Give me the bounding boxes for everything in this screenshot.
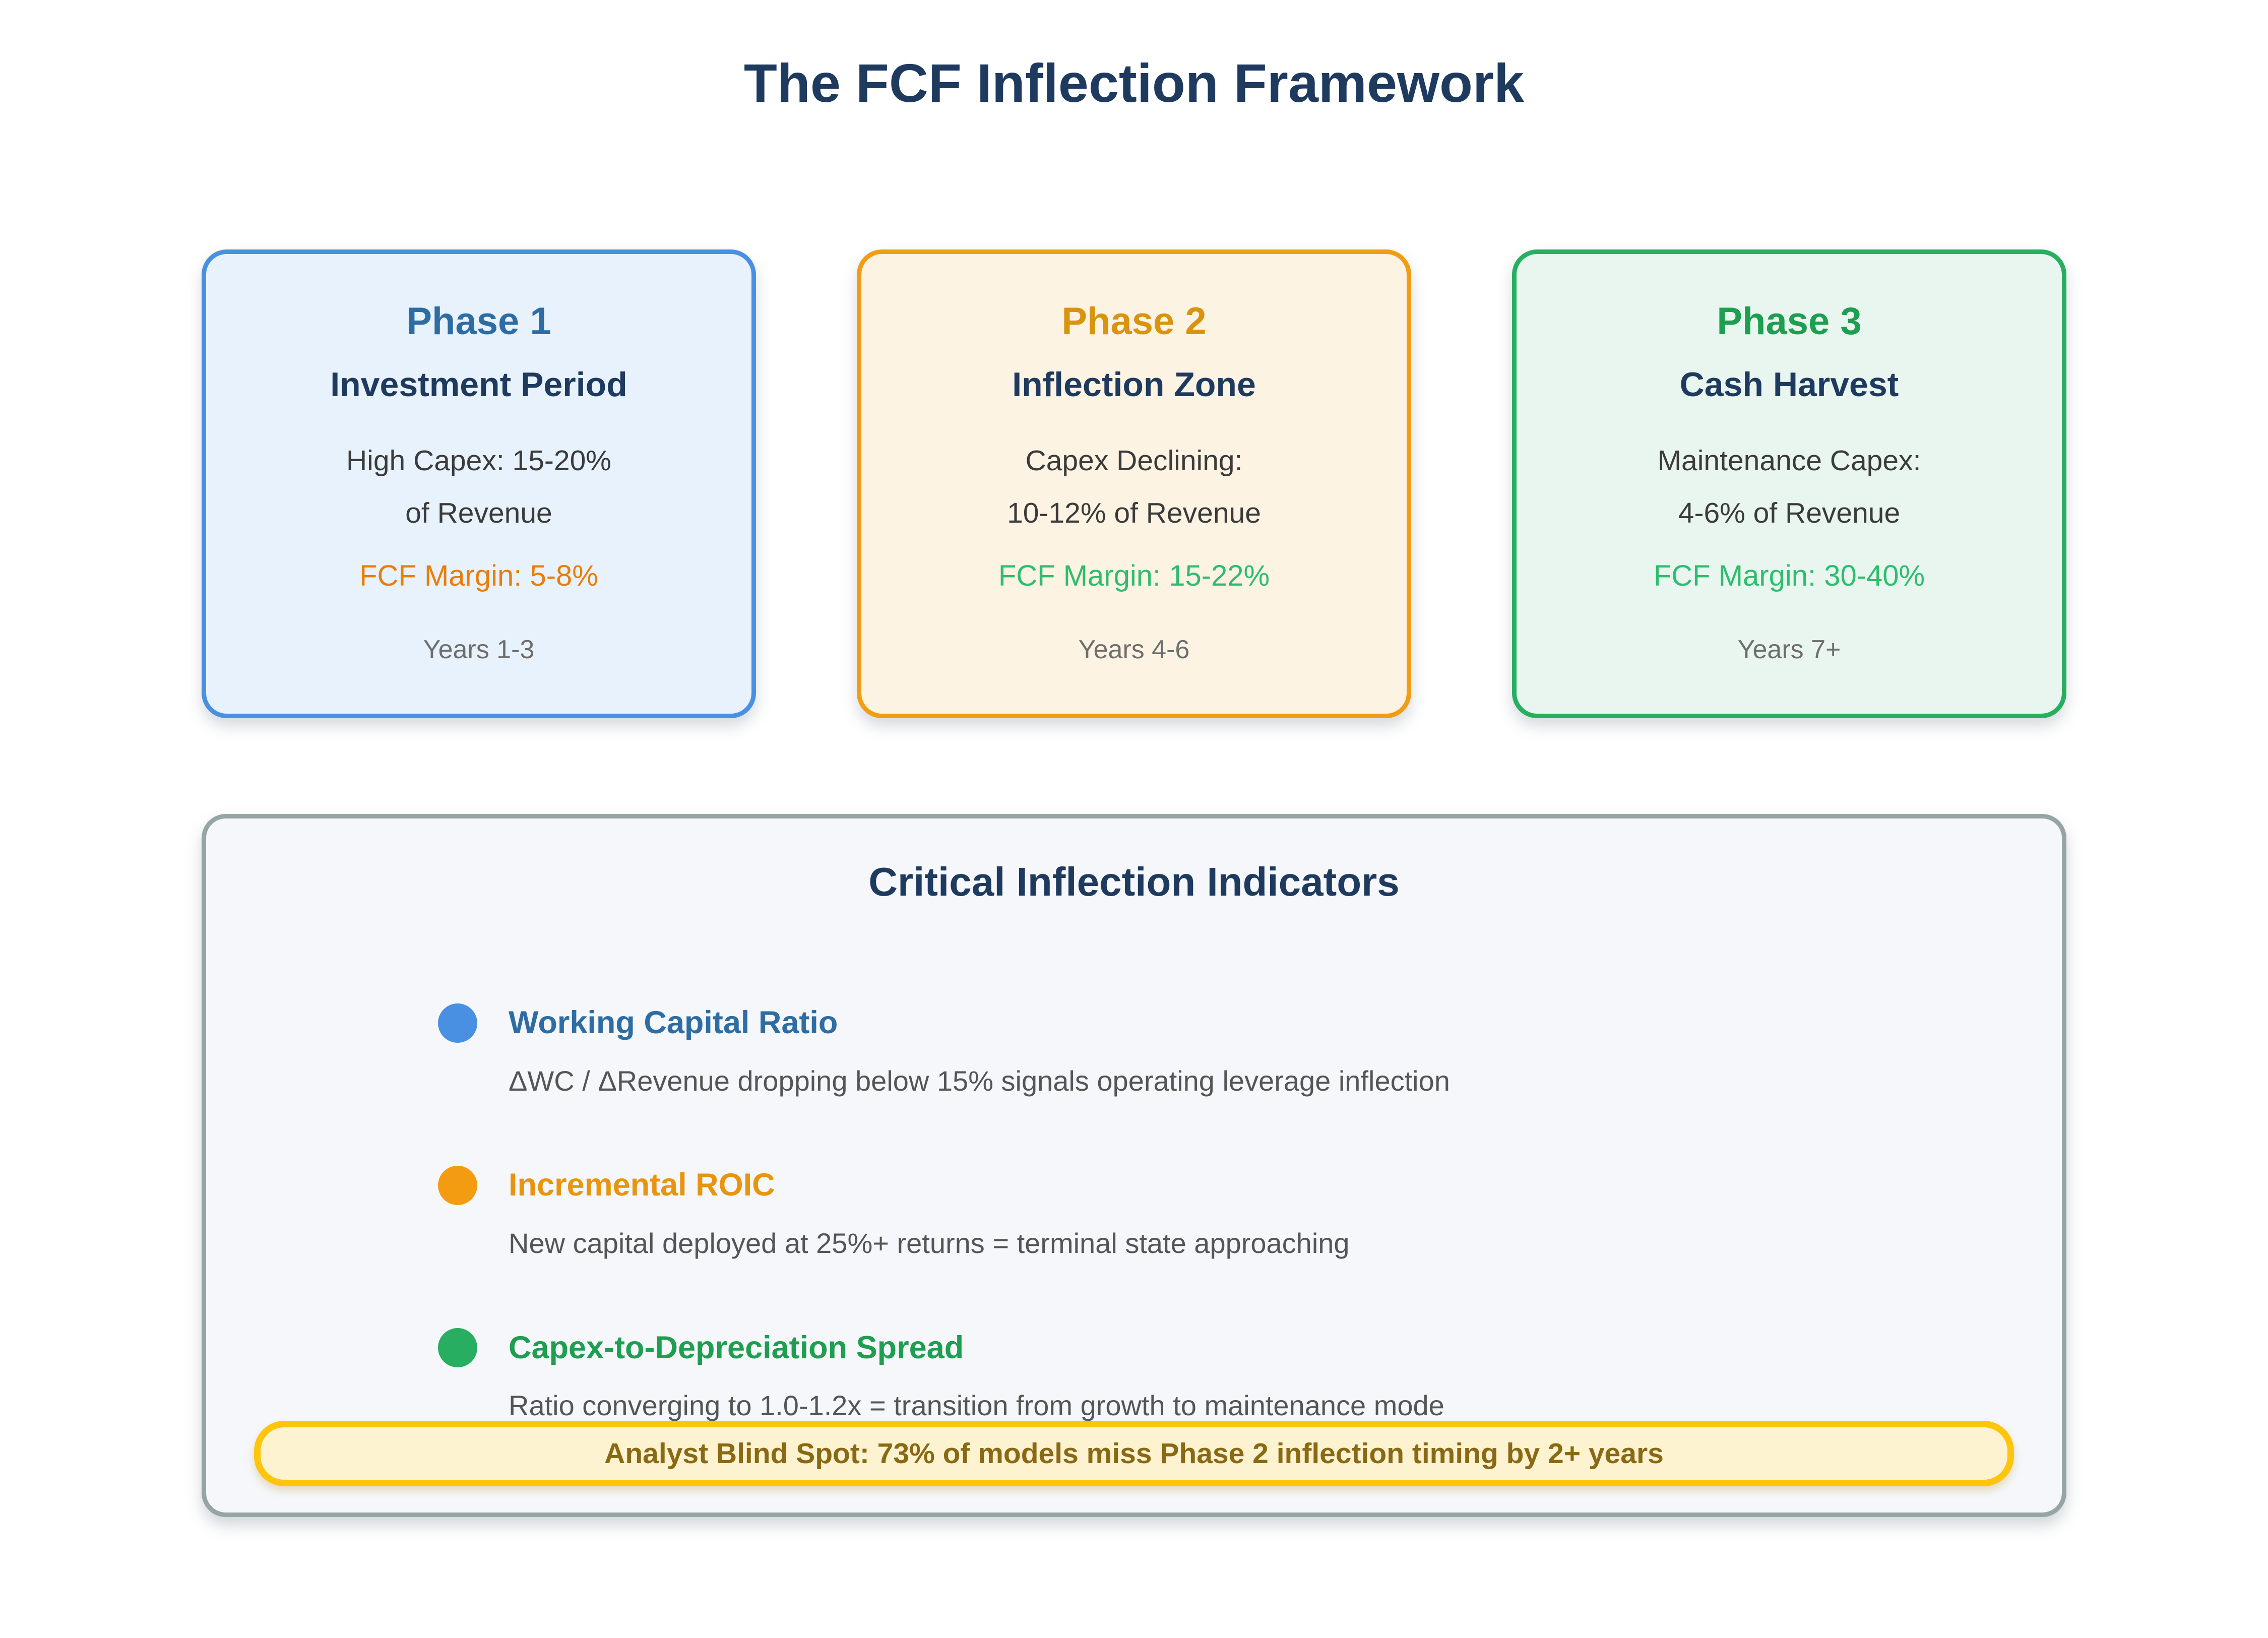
bullet-dot-icon [438,1003,477,1043]
indicator-item-incremental-roic: Incremental ROIC New capital deployed at… [438,1166,2062,1260]
bullet-dot-icon [438,1166,477,1206]
phase-cards-row: Phase 1 Investment Period High Capex: 15… [202,249,2066,718]
indicator-heading: Incremental ROIC [509,1167,775,1203]
phase-2-capex-line2: 10-12% of Revenue [1007,496,1261,529]
indicator-item-working-capital-ratio: Working Capital Ratio ΔWC / ΔRevenue dro… [438,1003,2062,1098]
phase-1-years: Years 1-3 [423,635,535,664]
indicators-title: Critical Inflection Indicators [868,859,1400,904]
phase-2-label: Phase 2 [1061,300,1207,343]
phase-2-capex-line1: Capex Declining: [1025,444,1243,477]
phase-3-years: Years 7+ [1737,635,1841,664]
phase-2-years: Years 4-6 [1078,635,1190,664]
phase-3-capex-line1: Maintenance Capex: [1657,444,1921,477]
phase-3-card: Phase 3 Cash Harvest Maintenance Capex: … [1512,249,2066,718]
phase-2-fcf-margin: FCF Margin: 15-22% [998,559,1270,593]
critical-indicators-panel: Critical Inflection Indicators Working C… [202,814,2066,1517]
phase-3-name: Cash Harvest [1679,365,1899,404]
phase-3-label: Phase 3 [1717,300,1862,343]
indicator-description: ΔWC / ΔRevenue dropping below 15% signal… [509,1065,1450,1097]
phase-1-capex-line1: High Capex: 15-20% [346,444,611,477]
page-title: The FCF Inflection Framework [743,52,1525,113]
indicator-heading: Capex-to-Depreciation Spread [509,1330,964,1365]
phase-2-capex: Capex Declining: 10-12% of Revenue [1007,435,1261,539]
phase-1-fcf-margin: FCF Margin: 5-8% [359,559,598,593]
indicator-item-capex-depreciation-spread: Capex-to-Depreciation Spread Ratio conve… [438,1328,2062,1422]
indicator-description: New capital deployed at 25%+ returns = t… [509,1227,1350,1259]
indicator-list: Working Capital Ratio ΔWC / ΔRevenue dro… [438,1003,2062,1423]
indicator-description: Ratio converging to 1.0-1.2x = transitio… [509,1390,1444,1422]
phase-3-capex: Maintenance Capex: 4-6% of Revenue [1658,435,1921,539]
phase-3-capex-line2: 4-6% of Revenue [1678,496,1901,529]
phase-1-capex: High Capex: 15-20% of Revenue [346,435,611,539]
indicator-heading: Working Capital Ratio [509,1005,838,1041]
phase-1-capex-line2: of Revenue [405,496,552,529]
analyst-blind-spot-text: Analyst Blind Spot: 73% of models miss P… [604,1437,1664,1470]
analyst-blind-spot-callout: Analyst Blind Spot: 73% of models miss P… [254,1421,2014,1486]
phase-2-name: Inflection Zone [1012,365,1256,404]
bullet-dot-icon [438,1328,477,1368]
phase-1-name: Investment Period [330,365,627,404]
phase-1-card: Phase 1 Investment Period High Capex: 15… [202,249,756,718]
phase-2-card: Phase 2 Inflection Zone Capex Declining:… [857,249,1411,718]
phase-3-fcf-margin: FCF Margin: 30-40% [1653,559,1925,593]
phase-1-label: Phase 1 [406,300,551,343]
